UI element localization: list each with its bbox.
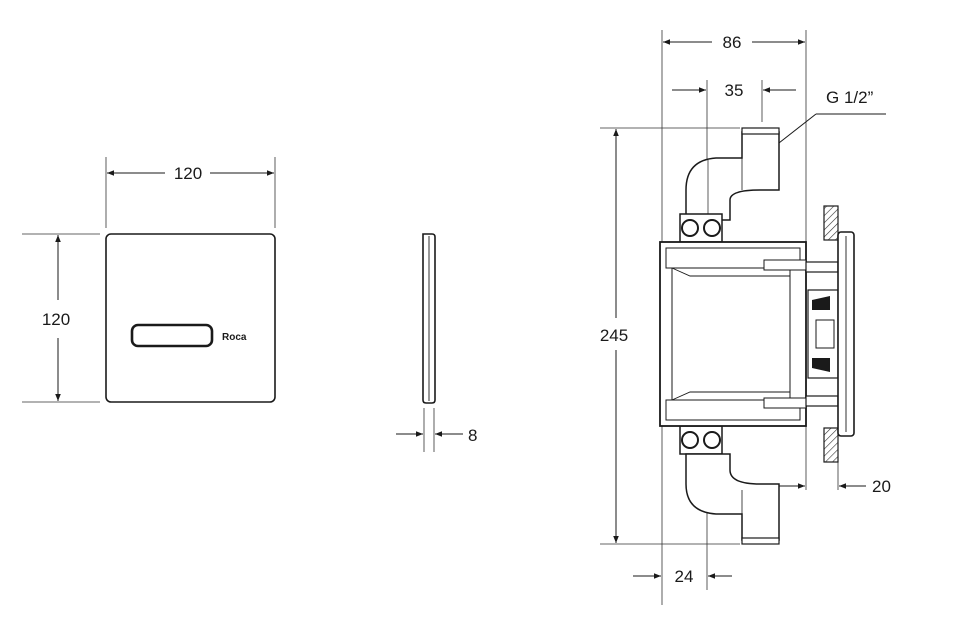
depth-label: 86 — [723, 33, 742, 52]
wall-cover-plate — [837, 231, 855, 437]
pipe-width-label: 24 — [675, 567, 694, 586]
height-label: 245 — [600, 326, 628, 345]
front-width-dimension: 120 — [107, 164, 274, 183]
pipe-offset-dimension: 35 — [672, 81, 796, 100]
thread-label: G 1/2” — [826, 88, 874, 107]
wall-dimension: 20 — [778, 477, 891, 496]
sensor-window — [130, 323, 214, 348]
front-height-dimension: 120 — [42, 235, 70, 401]
wall-label: 20 — [872, 477, 891, 496]
valve-housing — [659, 241, 807, 427]
front-width-label: 120 — [174, 164, 202, 183]
side-view: 8 — [396, 233, 477, 452]
front-height-label: 120 — [42, 310, 70, 329]
pipe-width-dimension: 24 — [633, 567, 732, 586]
wall-section — [823, 205, 839, 463]
thickness-dimension: 8 — [396, 426, 477, 445]
thread-callout: G 1/2” — [769, 88, 886, 151]
installation-view: 86 35 G 1/2” 245 20 — [600, 30, 891, 605]
height-dimension: 245 — [600, 129, 628, 543]
pipe-offset-label: 35 — [725, 81, 744, 100]
brand-logo: Roca — [222, 332, 247, 343]
upper-inlet-pipe — [679, 127, 780, 243]
thickness-label: 8 — [468, 426, 477, 445]
mounting-frame — [805, 261, 839, 407]
flush-plate — [105, 233, 276, 403]
front-view: 120 120 Roca — [22, 157, 276, 403]
depth-dimension: 86 — [663, 33, 805, 52]
lower-outlet-pipe — [679, 425, 780, 545]
